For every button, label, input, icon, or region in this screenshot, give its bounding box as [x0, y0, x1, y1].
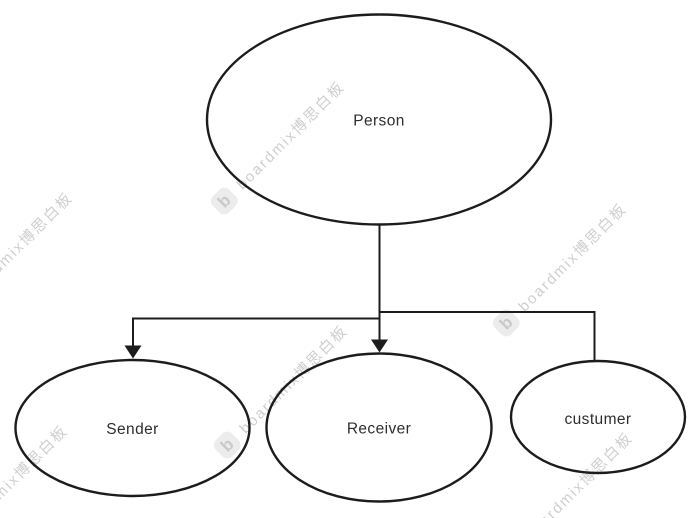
edge-person-sender [124, 317, 380, 359]
person-ellipse [205, 13, 553, 226]
node-sender: Sender [14, 358, 251, 498]
arrowhead-icon [124, 345, 142, 359]
person-label: Person [353, 113, 405, 130]
sender-ellipse [14, 358, 251, 498]
custumer-label: custumer [565, 411, 632, 428]
edge-line [132, 317, 380, 346]
edge-person-receiver [371, 225, 388, 353]
receiver-ellipse [265, 352, 493, 503]
custumer-ellipse [509, 359, 687, 475]
sender-label: Sender [106, 421, 158, 438]
node-custumer: custumer [509, 359, 687, 475]
edge-line [379, 311, 596, 361]
receiver-label: Receiver [347, 421, 411, 438]
arrowhead-icon [371, 339, 388, 353]
edge-person-custumer [379, 311, 596, 361]
node-receiver: Receiver [265, 352, 493, 503]
node-person: Person [205, 13, 553, 226]
